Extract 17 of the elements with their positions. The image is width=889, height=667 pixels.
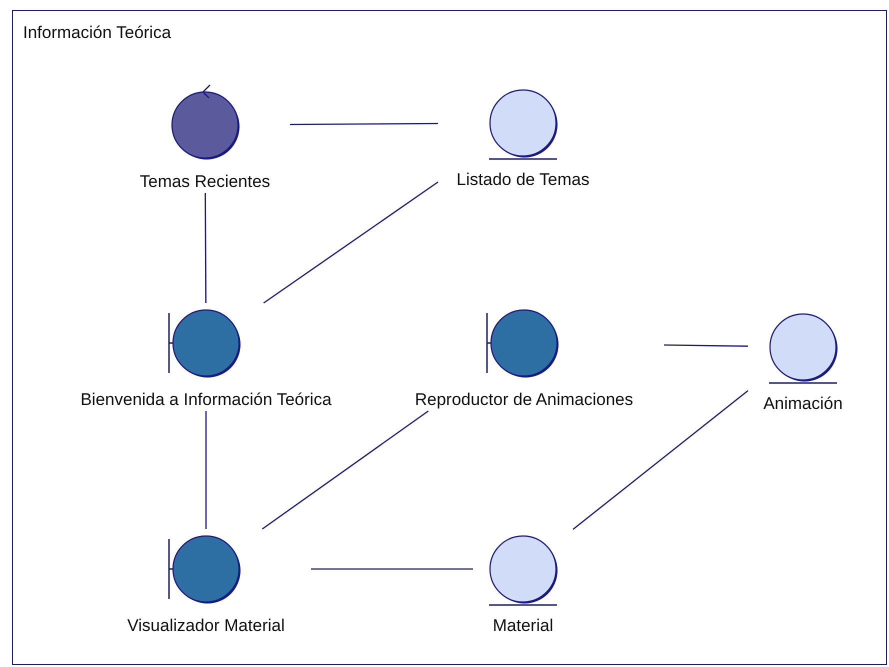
association-line <box>205 411 207 529</box>
association-line <box>263 181 438 304</box>
object-label: Listado de Temas <box>456 169 590 191</box>
association-line <box>204 193 206 303</box>
object-label: Animación <box>763 393 843 415</box>
object-label: Temas Recientes <box>140 171 270 193</box>
association-line <box>572 390 748 530</box>
package-title: Información Teórica <box>23 23 172 43</box>
object-label: Reproductor de Animaciones <box>414 389 634 411</box>
association-line <box>262 410 429 530</box>
object-label: Bienvenida a Información Teórica <box>80 389 332 411</box>
association-line <box>664 344 748 347</box>
association-line <box>311 568 473 570</box>
package-frame <box>12 10 887 665</box>
object-label: Visualizador Material <box>127 615 285 637</box>
object-label: Material <box>492 615 554 637</box>
association-line <box>290 122 438 126</box>
